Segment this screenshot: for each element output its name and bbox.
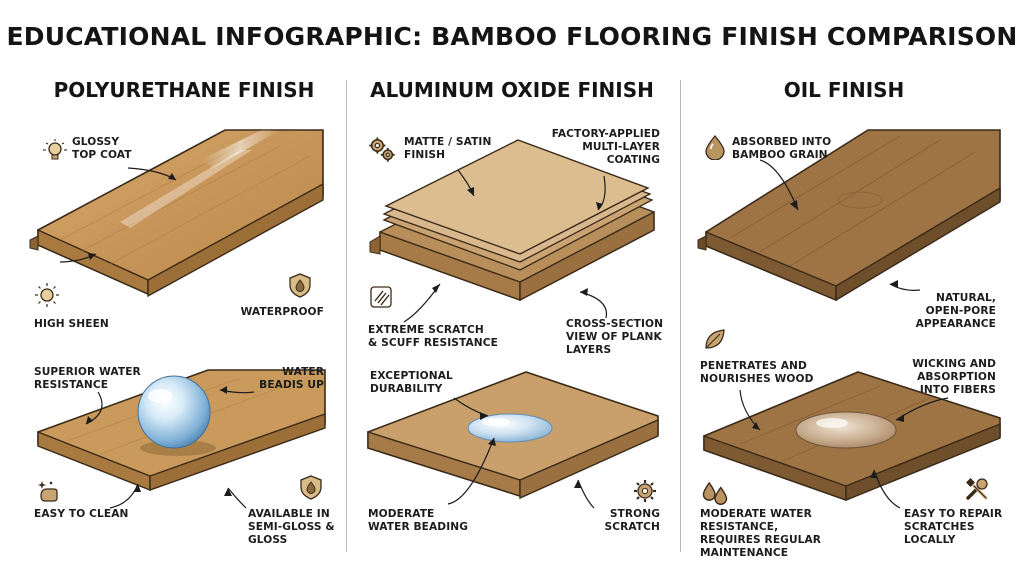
aluminum-oxide-plank-bottom <box>367 371 659 500</box>
scratch-shield-icon <box>368 284 394 310</box>
label-extreme-scratch-resistance: EXTREME SCRATCH& SCUFF RESISTANCE <box>368 324 498 349</box>
cleaning-hand-icon <box>36 478 62 504</box>
column-heading-polyurethane: POLYURETHANE FINISH <box>53 78 315 102</box>
shield-drop-icon <box>287 272 313 298</box>
aluminum-oxide-plank-layered <box>369 139 655 302</box>
wrench-screwdriver-icon <box>964 476 990 502</box>
arrow-heads <box>86 173 904 496</box>
polyurethane-plank-bottom <box>37 369 326 492</box>
lightbulb-icon <box>42 138 68 164</box>
column-divider-left <box>346 80 347 552</box>
oil-drop-icon <box>702 134 728 160</box>
label-high-sheen: HIGH SHEEN <box>34 318 109 330</box>
label-waterproof: WATERPROOF <box>240 306 324 318</box>
column-divider-right <box>680 80 681 552</box>
label-easy-to-clean: EASY TO CLEAN <box>34 508 129 520</box>
column-heading-oil: OIL FINISH <box>783 78 905 102</box>
polyurethane-plank-top <box>29 129 324 298</box>
leaf-icon <box>702 326 728 352</box>
sun-icon <box>34 282 60 308</box>
gear-icon <box>632 478 658 504</box>
shield-drop-icon-small <box>298 474 324 500</box>
column-heading-aluminum-oxide: ALUMINUM OXIDE FINISH <box>370 78 654 102</box>
water-drops-icon <box>700 476 730 506</box>
infographic-title: EDUCATIONAL INFOGRAPHIC: BAMBOO FLOORING… <box>6 22 1018 51</box>
oil-plank-top <box>697 129 1001 302</box>
gears-icon <box>367 134 397 164</box>
